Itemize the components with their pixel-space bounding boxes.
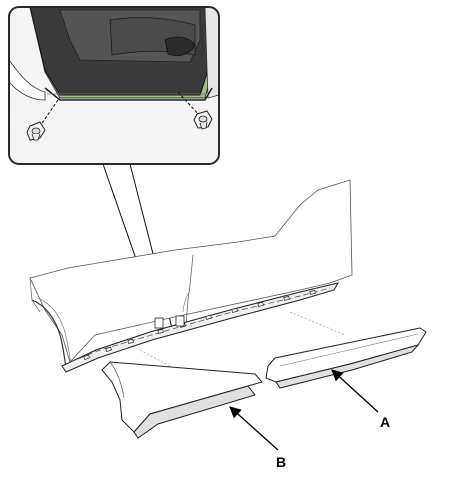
b-pillar: [204, 7, 219, 99]
part-b-sill-molding: [101, 361, 263, 439]
bolt-icon: [193, 110, 213, 130]
arrow-icon: [229, 406, 279, 451]
clip-holes: [83, 289, 316, 361]
detail-inset: [8, 6, 220, 165]
callout-arrow-a: A: [331, 369, 390, 430]
inset-border: [8, 6, 220, 165]
bolt-icon: [26, 121, 46, 141]
callout-label-a: A: [380, 414, 390, 430]
wheel-arch: [31, 299, 67, 369]
arrow-icon: [331, 369, 379, 413]
callout-label-b: B: [276, 454, 286, 470]
part-a-sill-molding: [265, 327, 427, 389]
sill-rail: [61, 282, 340, 373]
vehicle-body-side: [29, 179, 353, 373]
callout-arrow-b: B: [229, 406, 286, 470]
